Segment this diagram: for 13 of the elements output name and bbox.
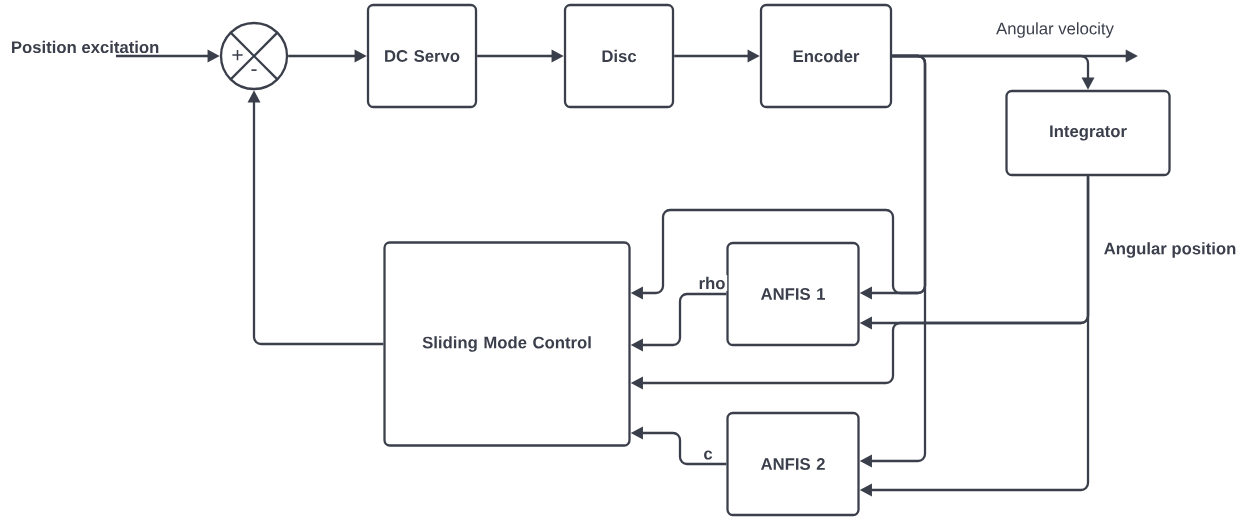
edge-label: Angular position <box>1101 240 1239 260</box>
process-box: DC Servo <box>366 3 478 109</box>
edge-label: Angular velocity <box>994 20 1116 40</box>
process-box: ANFIS 2 <box>726 411 860 517</box>
summing-junction: + - <box>219 21 289 91</box>
process-box: Encoder <box>759 3 893 109</box>
process-box: Disc <box>563 3 675 109</box>
process-box: Sliding Mode Control <box>383 241 631 447</box>
input-label: Position excitation <box>12 40 159 54</box>
process-box: Integrator <box>1005 89 1171 177</box>
edge-label: rho <box>696 275 728 291</box>
edge-label: c <box>701 448 715 462</box>
process-box: ANFIS 1 <box>726 241 860 347</box>
